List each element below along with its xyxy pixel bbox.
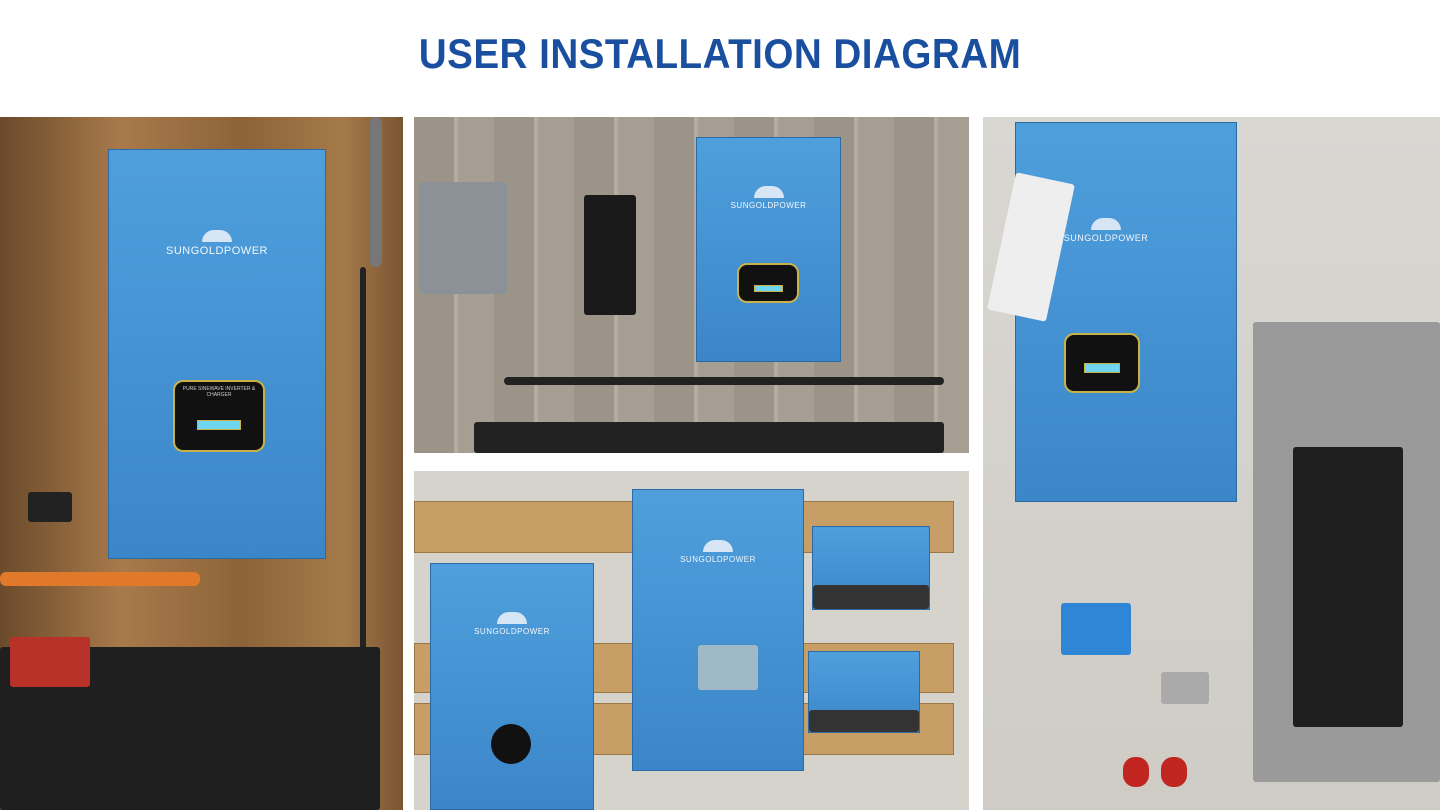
brand-logo: SUNGOLDPOWER	[431, 612, 593, 636]
panel-label: PURE SINEWAVE INVERTER & CHARGER	[182, 386, 256, 398]
lcd-display	[197, 420, 241, 430]
brand-logo: SUNGOLDPOWER	[633, 540, 803, 564]
control-panel: PURE SINEWAVE INVERTER & CHARGER	[173, 380, 265, 452]
installation-photo-1: SUNGOLDPOWER PURE SINEWAVE INVERTER & CH…	[0, 117, 403, 810]
inverter: SUNGOLDPOWER	[430, 563, 594, 810]
inverter: SUNGOLDPOWER	[632, 489, 804, 771]
page-title: USER INSTALLATION DIAGRAM	[418, 30, 1022, 77]
installation-photo-3: SUNGOLDPOWER SUNGOLDPOWER	[414, 471, 969, 810]
brand-logo: SUNGOLDPOWER	[697, 186, 840, 210]
brand-logo: SUNGOLDPOWER	[109, 230, 325, 257]
installation-photo-4: SUNGOLDPOWER	[983, 117, 1440, 810]
inverter: SUNGOLDPOWER PURE SINEWAVE INVERTER & CH…	[108, 149, 326, 559]
inverter: SUNGOLDPOWER	[696, 137, 841, 362]
brand-logo: SUNGOLDPOWER	[983, 218, 1236, 243]
installation-photo-2: SUNGOLDPOWER	[414, 117, 969, 453]
